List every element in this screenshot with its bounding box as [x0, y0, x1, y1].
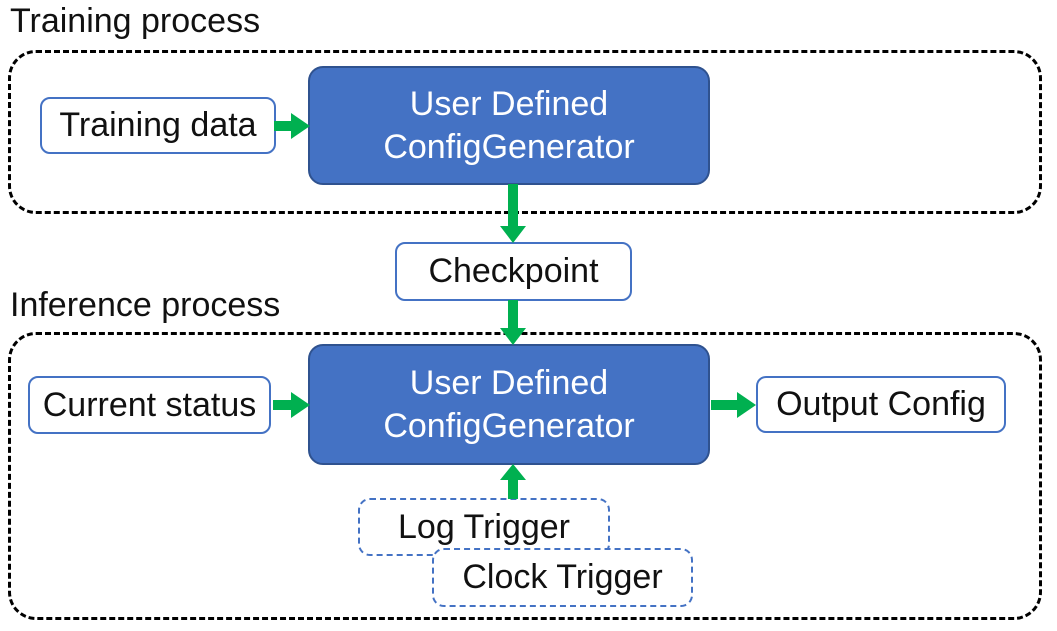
- arrow-training-data-to-generator-icon: [274, 113, 310, 139]
- output-config-label: Output Config: [776, 385, 986, 423]
- training-data-box: Training data: [40, 97, 276, 154]
- arrow-shaft: [711, 400, 739, 410]
- arrow-generator-to-checkpoint-icon: [500, 184, 526, 243]
- arrow-shaft: [508, 184, 518, 228]
- inference-process-label: Inference process: [10, 286, 281, 324]
- arrow-triggers-to-generator-icon: [500, 464, 526, 499]
- arrow-checkpoint-to-generator-icon: [500, 300, 526, 345]
- current-status-label: Current status: [42, 385, 257, 424]
- log-trigger-label: Log Trigger: [398, 507, 570, 546]
- clock-trigger-box: Clock Trigger: [432, 548, 693, 607]
- log-trigger-box: Log Trigger: [358, 498, 610, 556]
- arrow-head-icon: [737, 392, 756, 418]
- output-config-box: Output Config: [756, 376, 1006, 433]
- arrow-head-icon: [500, 226, 526, 243]
- arrow-shaft: [274, 121, 293, 131]
- current-status-box: Current status: [28, 376, 271, 434]
- arrow-head-icon: [500, 464, 526, 480]
- arrow-head-icon: [291, 392, 310, 418]
- inference-config-generator-line2: ConfigGenerator: [383, 406, 635, 445]
- training-data-label: Training data: [59, 106, 257, 144]
- training-process-label: Training process: [10, 2, 261, 40]
- checkpoint-label: Checkpoint: [428, 252, 599, 290]
- arrow-shaft: [508, 478, 518, 499]
- clock-trigger-label: Clock Trigger: [462, 558, 663, 596]
- inference-config-generator-line1: User Defined: [409, 363, 609, 402]
- training-config-generator-box: User Defined ConfigGenerator: [308, 66, 710, 185]
- training-config-generator-line2: ConfigGenerator: [383, 127, 635, 166]
- arrow-shaft: [508, 300, 518, 330]
- inference-config-generator-box: User Defined ConfigGenerator: [308, 344, 710, 465]
- arrow-head-icon: [500, 328, 526, 345]
- arrow-shaft: [273, 400, 293, 410]
- arrow-head-icon: [291, 113, 310, 139]
- training-process-container: [8, 50, 1042, 214]
- checkpoint-box: Checkpoint: [395, 242, 632, 301]
- arrow-generator-to-output-config-icon: [711, 392, 756, 418]
- arrow-current-status-to-generator-icon: [273, 392, 310, 418]
- training-config-generator-line1: User Defined: [409, 84, 609, 123]
